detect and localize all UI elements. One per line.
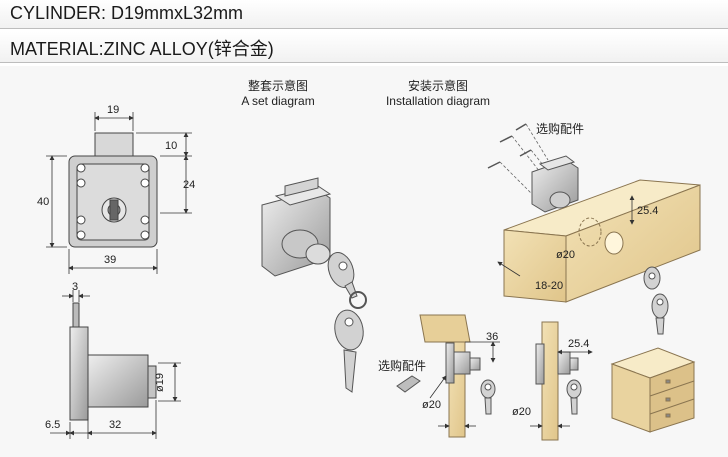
dim-19: 19 [107, 104, 119, 116]
dim-hole-b: ø20 [512, 406, 531, 418]
dim-10: 10 [165, 140, 177, 152]
dim-hole-a: ø20 [422, 399, 441, 411]
screws-label: 选购配件 [536, 122, 585, 136]
install-title-cn: 安装示意图 [407, 79, 468, 93]
set-diagram-title: 整套示意图 A set diagram [232, 79, 324, 109]
section-lock-b [535, 343, 579, 385]
dim-3: 3 [72, 281, 78, 293]
dim-40: 40 [37, 196, 49, 208]
install-title-en: Installation diagram [385, 94, 491, 108]
section-lock-a [445, 342, 481, 384]
section-key-b [566, 379, 582, 415]
dim-25-4-b: 25.4 [568, 338, 589, 350]
mount-plate [396, 375, 421, 393]
cabinet-illustration [610, 347, 696, 433]
dim-36: 36 [486, 331, 498, 343]
dim-6-5: 6.5 [45, 419, 60, 431]
dim-board: 18-20 [535, 280, 563, 292]
section-key-a [480, 379, 496, 415]
dim-d19: ø19 [154, 373, 166, 392]
set-lock-illustration [261, 177, 332, 277]
dim-hole-top: ø20 [556, 249, 575, 261]
screws-illustration [487, 123, 532, 169]
material-spec-bar: MATERIAL:ZINC ALLOY(锌合金) [0, 32, 728, 63]
set-title-en: A set diagram [241, 94, 315, 108]
cylinder-spec: CYLINDER: D19mmxL32mm [10, 3, 244, 23]
section-view-a [419, 314, 471, 438]
material-spec: MATERIAL:ZINC ALLOY(锌合金) [10, 39, 274, 59]
wooden-board [503, 179, 701, 303]
parts-label: 选购配件 [378, 359, 427, 373]
dim-32: 32 [109, 419, 121, 431]
dim-25-4-top: 25.4 [637, 205, 658, 217]
front-view-lock [68, 132, 158, 248]
install-key [643, 266, 669, 335]
cylinder-spec-bar: CYLINDER: D19mmxL32mm [0, 0, 728, 29]
dim-39: 39 [104, 254, 116, 266]
side-view-lock [69, 302, 157, 421]
install-lock [531, 155, 579, 213]
dim-24: 24 [183, 179, 195, 191]
set-title-cn: 整套示意图 [247, 79, 308, 93]
install-diagram-title: 安装示意图 Installation diagram [371, 79, 505, 109]
key-illustration [327, 252, 367, 393]
